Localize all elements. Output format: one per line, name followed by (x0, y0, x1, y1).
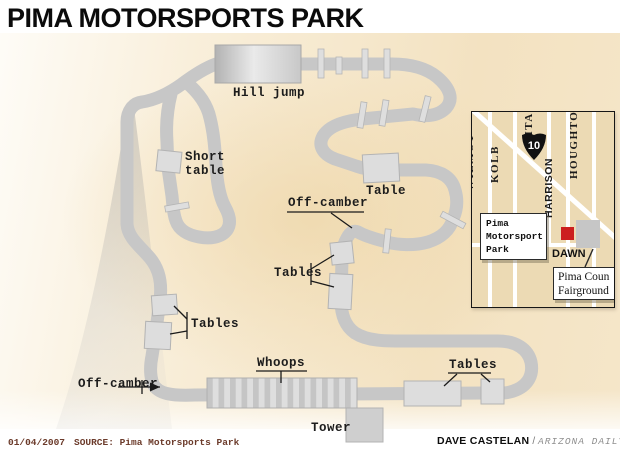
tables-left-leader (169, 330, 188, 335)
credit-organization: ARIZONA DAILY STAR (538, 436, 620, 447)
tables-left-leader (173, 305, 188, 320)
tables-left-obstacle-1 (150, 293, 179, 317)
tables-left-obstacle-2 (143, 320, 173, 351)
street-label-wilmot: WILMOT (471, 133, 476, 191)
shield-shape (522, 133, 546, 160)
road-i10 (472, 112, 614, 240)
jump-bar (418, 95, 432, 123)
label-off-camber-bottom: Off-camber (78, 377, 159, 391)
tables-bottom-obstacle-long (403, 380, 462, 407)
label-whoops: Whoops (257, 356, 306, 370)
fairgrounds-callout-line (584, 248, 594, 268)
tables-bottom-leader (480, 373, 491, 383)
street-label-dawn: DAWN (552, 248, 586, 260)
label-short-table: Short table (185, 150, 226, 178)
label-tables-bottom: Tables (449, 358, 498, 372)
track-inner-strand (160, 75, 236, 245)
street-label-kolb: KOLB (489, 145, 501, 183)
footer-credit: DAVE CASTELAN / ARIZONA DAILY STAR (437, 435, 620, 447)
tables-right-leader (310, 254, 335, 270)
label-tables-right: Tables (274, 266, 323, 280)
label-tables-left: Tables (191, 317, 240, 331)
jump-bar (439, 210, 467, 230)
page-title: PIMA MOTORSPORTS PARK (7, 3, 364, 33)
short-table-obstacle (155, 149, 183, 174)
jump-bar (164, 201, 190, 213)
shield-number: 10 (527, 140, 541, 152)
label-table: Table (366, 184, 407, 198)
jump-bar (361, 48, 369, 79)
interstate-10-shield: 10 (521, 131, 547, 161)
credit-artist: DAVE CASTELAN (437, 435, 530, 447)
jump-bar (378, 99, 390, 127)
tower-structure (345, 407, 384, 443)
table-obstacle (361, 152, 401, 184)
street-label-houghton: HOUGHTON (568, 111, 580, 179)
tables-bottom-obstacle-small (480, 378, 505, 405)
street-label-harrison: HARRISON (543, 157, 555, 218)
whoops-obstacle (206, 377, 358, 409)
label-off-camber-top: Off-camber (288, 196, 369, 210)
park-location-marker (561, 227, 574, 240)
footer-source: SOURCE: Pima Motorsports Park (74, 437, 240, 448)
label-hill-jump: Hill jump (233, 86, 306, 100)
footer-date: 01/04/2007 (8, 437, 66, 448)
fairgrounds-area (576, 220, 600, 248)
tables-right-obstacle-2 (327, 272, 354, 311)
fairgrounds-label-box: Pima Coun Fairground (553, 267, 614, 300)
label-tower: Tower (311, 421, 352, 435)
off-camber-bottom-arrowhead (150, 382, 160, 392)
credit-separator: / (532, 436, 536, 447)
shadow-wedge (56, 102, 172, 429)
jump-bar (383, 48, 391, 79)
off-camber-top-leader (330, 212, 353, 229)
hill-jump-obstacle (214, 44, 302, 84)
tables-right-leader (310, 280, 335, 288)
locator-inset-map: WILMOT KOLB RITA HARRISON HOUGHTON DAWN … (471, 111, 615, 308)
park-label-box: Pima Motorsport Park (480, 213, 547, 260)
jump-bar (356, 101, 368, 129)
tables-bottom-leader (443, 373, 458, 387)
jump-bar (335, 56, 343, 75)
jump-bar (317, 48, 325, 79)
tables-right-obstacle-1 (329, 240, 355, 266)
jump-bar (382, 228, 392, 254)
